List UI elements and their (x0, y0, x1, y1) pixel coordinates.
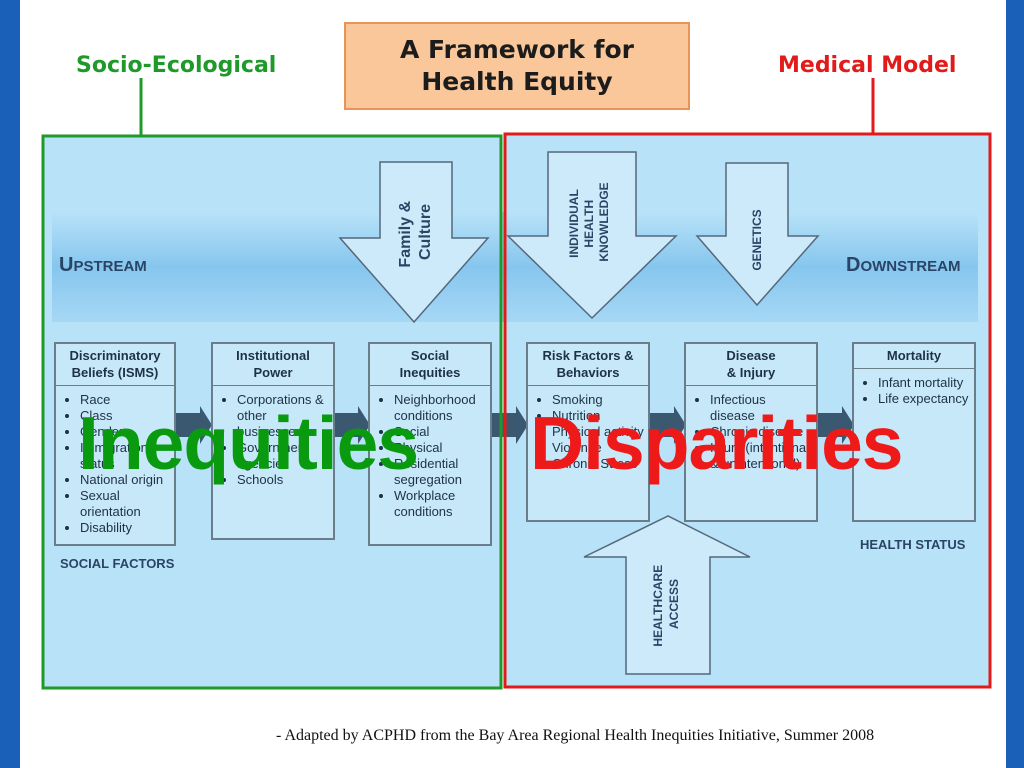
health-status-caption: HEALTH STATUS (860, 537, 966, 552)
box-risk-factors: Risk Factors & Behaviors Smoking Nutritio… (526, 342, 650, 522)
healthcare-access-arrow (583, 515, 751, 675)
box-title-line: Disease (726, 348, 776, 363)
medical-model-heading: Medical Model (778, 53, 957, 78)
socio-ecological-heading: Socio-Ecological (76, 53, 277, 78)
family-culture-arrow (338, 161, 490, 324)
list-item: Residential segregation (394, 456, 486, 488)
box-title-line: Discriminatory (69, 348, 161, 363)
box-list: Neighborhood conditions Social Physical … (370, 392, 490, 520)
healthcare-access-label: HEALTHCARE ACCESS (651, 561, 681, 646)
list-item: Schools (237, 472, 329, 488)
socio-ecological-frame (41, 134, 503, 690)
list-item: Race (80, 392, 170, 408)
list-item: Injury (intentional & unintentional) (710, 440, 812, 472)
box-title-line: & Injury (726, 365, 776, 380)
list-item: Smoking (552, 392, 644, 408)
title-line-2: Health Equity (421, 67, 613, 96)
list-item: Life expectancy (878, 391, 970, 407)
list-item: Government agencies (237, 440, 329, 472)
list-item: Physical activity (552, 424, 644, 440)
box-title: Mortality (854, 344, 974, 369)
flow-arrow-4 (650, 406, 686, 444)
individual-knowledge-label: INDIVIDUAL HEALTH KNOWLEDGE (567, 182, 611, 261)
box-list: Race Class Gender Immigration status Nat… (56, 392, 174, 536)
title-line-1: A Framework for (399, 35, 635, 64)
list-item: Sexual orientation (80, 488, 170, 520)
box-title-line: Power (253, 365, 293, 380)
box-list: Smoking Nutrition Physical activity Viol… (528, 392, 648, 472)
diagram-title: A Framework for Health Equity (344, 22, 690, 110)
box-list: Infant mortality Life expectancy (854, 375, 974, 407)
flow-arrow-5 (818, 406, 854, 444)
list-item: Infectious disease (710, 392, 812, 424)
list-item: Immigration status (80, 440, 170, 472)
box-title-line: Social (410, 348, 450, 363)
list-item: Gender (80, 424, 170, 440)
box-title-line: Risk Factors & (542, 348, 634, 363)
list-item: Class (80, 408, 170, 424)
list-item: Infant mortality (878, 375, 970, 391)
upstream-rest: PSTREAM (73, 258, 147, 275)
list-item: Nutrition (552, 408, 644, 424)
box-mortality: Mortality Infant mortality Life expectan… (852, 342, 976, 522)
box-title-line: Inequities (399, 365, 461, 380)
downstream-initial: D (846, 254, 861, 276)
list-item: Chronic disease (710, 424, 812, 440)
genetics-arrow (695, 162, 820, 307)
genetics-label: GENETICS (750, 209, 764, 270)
flow-arrows (176, 406, 854, 444)
medical-model-frame (503, 132, 992, 689)
downstream-rest: OWNSTREAM (860, 258, 961, 275)
box-title-line: Beliefs (ISMS) (71, 365, 159, 380)
family-culture-label: Family & Culture (397, 196, 434, 267)
disparities-overlay: Disparities (530, 401, 903, 485)
upstream-initial: U (59, 254, 74, 276)
individual-knowledge-arrow (506, 151, 678, 320)
box-list: Infectious disease Chronic disease Injur… (686, 392, 816, 472)
box-list: Corporations & other businesses Governme… (213, 392, 333, 488)
social-factors-caption: SOCIAL FACTORS (60, 556, 175, 571)
box-title-line: Behaviors (556, 365, 620, 380)
stream-band (52, 212, 978, 322)
list-item: National origin (80, 472, 170, 488)
list-item: Workplace conditions (394, 488, 486, 520)
list-item: Disability (80, 520, 170, 536)
flow-arrow-2 (334, 406, 370, 444)
box-title: Disease & Injury (686, 344, 816, 386)
list-item: Social (394, 424, 486, 440)
list-item: Chronic Stress (552, 456, 644, 472)
box-title-line: Mortality (886, 348, 942, 363)
list-item: Physical (394, 440, 486, 456)
box-title-line: Institutional (236, 348, 310, 363)
list-item: Corporations & other businesses (237, 392, 329, 440)
downstream-label: DOWNSTREAM (846, 254, 960, 277)
inequities-overlay: Inequities (78, 401, 419, 485)
list-item: Violence (552, 440, 644, 456)
list-item: Neighborhood conditions (394, 392, 486, 424)
flow-arrow-1 (176, 406, 212, 444)
source-credit: - Adapted by ACPHD from the Bay Area Reg… (276, 727, 875, 744)
upstream-label: UPSTREAM (59, 254, 147, 277)
box-disease-injury: Disease & Injury Infectious disease Chron… (684, 342, 818, 522)
box-title: Risk Factors & Behaviors (528, 344, 648, 386)
